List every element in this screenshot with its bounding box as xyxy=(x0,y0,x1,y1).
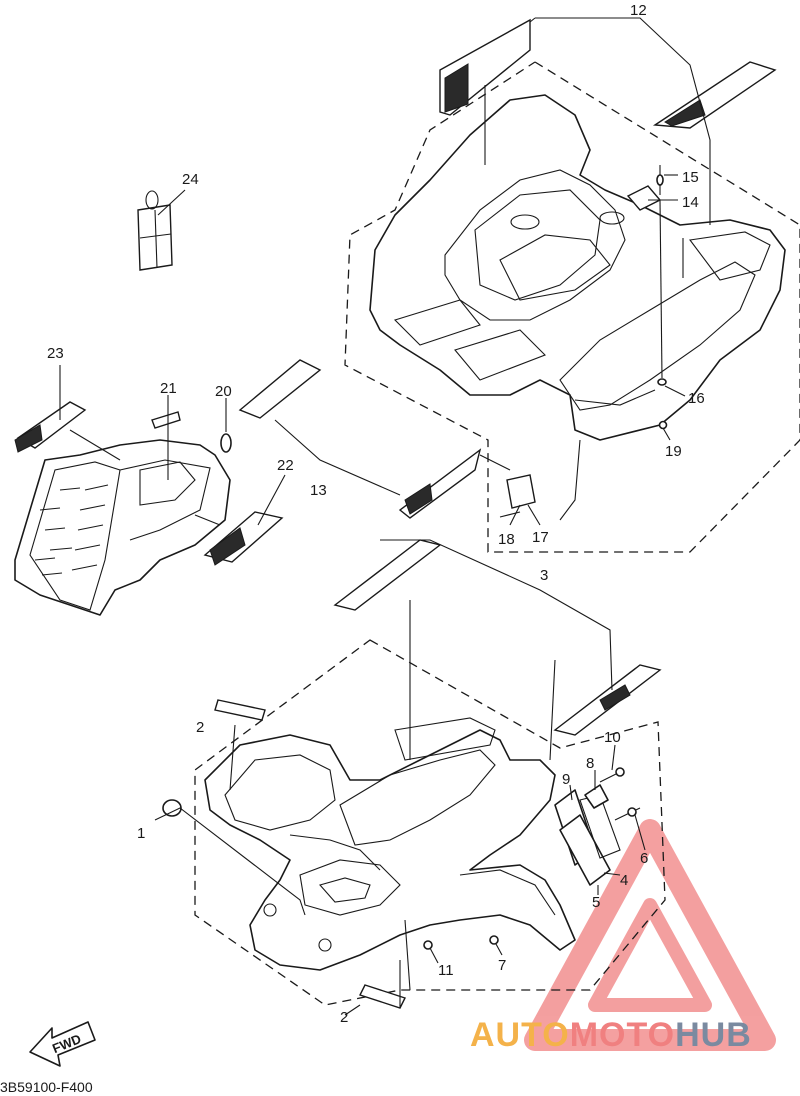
decal-13 xyxy=(238,359,482,519)
rear-fender xyxy=(369,94,786,441)
watermark-part2: MOTO xyxy=(570,1016,675,1054)
watermark-part3: HUB xyxy=(675,1016,752,1054)
watermark-text: AUTOMOTOHUB xyxy=(470,1016,752,1054)
watermark-part1: AUTO xyxy=(470,1016,570,1054)
decal-2-lower xyxy=(359,984,406,1009)
callout-17: 17 xyxy=(532,529,549,546)
callout-16: 16 xyxy=(688,390,705,407)
front-assembly-boundary xyxy=(194,639,666,1006)
fwd-label: FWD xyxy=(50,1031,83,1056)
reflector-bracket xyxy=(554,789,621,886)
watermark-logo xyxy=(524,819,776,1051)
decal-12 xyxy=(439,18,777,129)
callout-8: 8 xyxy=(586,755,594,772)
callout-24: 24 xyxy=(182,171,199,188)
callout-4: 4 xyxy=(620,872,628,889)
decal-2-upper xyxy=(214,699,266,721)
leaders-left xyxy=(59,365,286,526)
bolt-15 xyxy=(656,165,664,195)
callout-12: 12 xyxy=(630,2,647,19)
callout-10: 10 xyxy=(604,729,621,746)
callout-labels: 1 2 2 3 4 5 6 7 8 9 10 11 12 13 14 15 16… xyxy=(47,2,705,1026)
decal-23-dark xyxy=(14,424,43,453)
tag-24 xyxy=(137,189,186,271)
decal-22-dark xyxy=(209,527,246,566)
leaders-bottom xyxy=(154,539,646,1016)
rear-assembly-boundary xyxy=(344,61,800,553)
svg-text:AUTOMOTOHUB: AUTOMOTOHUB xyxy=(470,1016,752,1054)
nut-11 xyxy=(423,940,433,950)
part-code: 3B59100-F400 xyxy=(0,1079,93,1095)
callout-14: 14 xyxy=(682,194,699,211)
callout-23: 23 xyxy=(47,345,64,362)
reflector-17 xyxy=(506,474,536,509)
callout-11: 11 xyxy=(438,962,454,979)
callout-19: 19 xyxy=(665,443,682,460)
callout-20: 20 xyxy=(215,383,232,400)
decal-21 xyxy=(151,411,181,429)
screw-6 xyxy=(614,807,641,821)
callout-22: 22 xyxy=(277,457,294,474)
nut-8 xyxy=(584,784,609,809)
front-grille-cover xyxy=(14,439,231,616)
screw-18 xyxy=(499,511,521,518)
callout-5: 5 xyxy=(592,894,600,911)
callout-2-upper: 2 xyxy=(196,719,204,736)
callout-6: 6 xyxy=(640,850,648,867)
callout-9: 9 xyxy=(562,771,570,788)
callout-21: 21 xyxy=(160,380,177,397)
callout-7: 7 xyxy=(498,957,506,974)
nut-16 xyxy=(657,378,667,386)
callout-13: 13 xyxy=(310,482,327,499)
callout-18: 18 xyxy=(498,531,515,548)
nut-19 xyxy=(658,420,668,430)
callout-1: 1 xyxy=(137,825,145,842)
grommet-20 xyxy=(220,433,232,453)
bolt-10 xyxy=(599,767,625,783)
decal-3 xyxy=(333,539,662,736)
callout-3: 3 xyxy=(540,567,548,584)
nut-7 xyxy=(489,935,499,945)
leaders-top xyxy=(274,17,711,526)
front-fender xyxy=(204,717,576,971)
callout-2-lower: 2 xyxy=(340,1009,348,1026)
callout-15: 15 xyxy=(682,169,699,186)
fwd-arrow: FWD xyxy=(29,1021,96,1067)
cap-1 xyxy=(162,799,182,817)
